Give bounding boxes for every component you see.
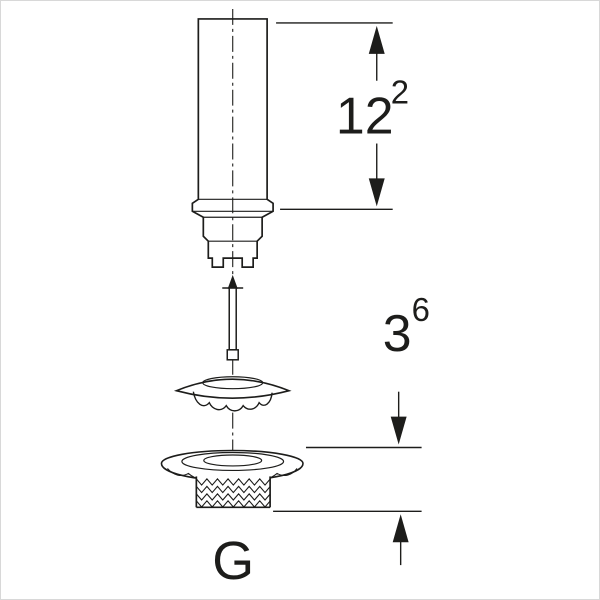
thread-zigzag-row-1 [195,478,271,486]
thread-zigzag-row-3 [195,493,271,501]
strainer-cap-inner [202,376,264,390]
riser-tube [191,18,274,268]
strainer-cap [173,376,292,412]
dimension-thread: G [212,510,422,591]
thread-zigzag-row-2 [195,485,271,494]
dim-height-superscript: 2 [391,74,409,111]
valve-stem-shaft [228,287,237,351]
valve-stem [222,274,244,361]
dimension-tube-height: 12 2 [276,22,409,211]
drain-flange-center [203,454,263,467]
dimension-gap: 3 6 [305,291,430,449]
dim-gap-arrow-down [390,416,407,445]
drain-flange [160,449,304,483]
valve-stem-foot [226,349,239,361]
thread-size-label: G [212,531,254,591]
dim-thread-arrow-up [392,514,409,543]
strainer-cap-skirt [192,391,273,412]
dim-height-arrow-down [368,178,385,207]
drain-flange-inner-ring [181,451,285,472]
dim-height-arrow-up [368,25,385,54]
dim-gap-superscript: 6 [412,291,430,328]
thread-section [195,476,271,509]
dim-height-value: 12 [336,87,394,145]
valve-stem-tip [227,274,238,289]
dim-gap-value: 3 [383,304,412,362]
